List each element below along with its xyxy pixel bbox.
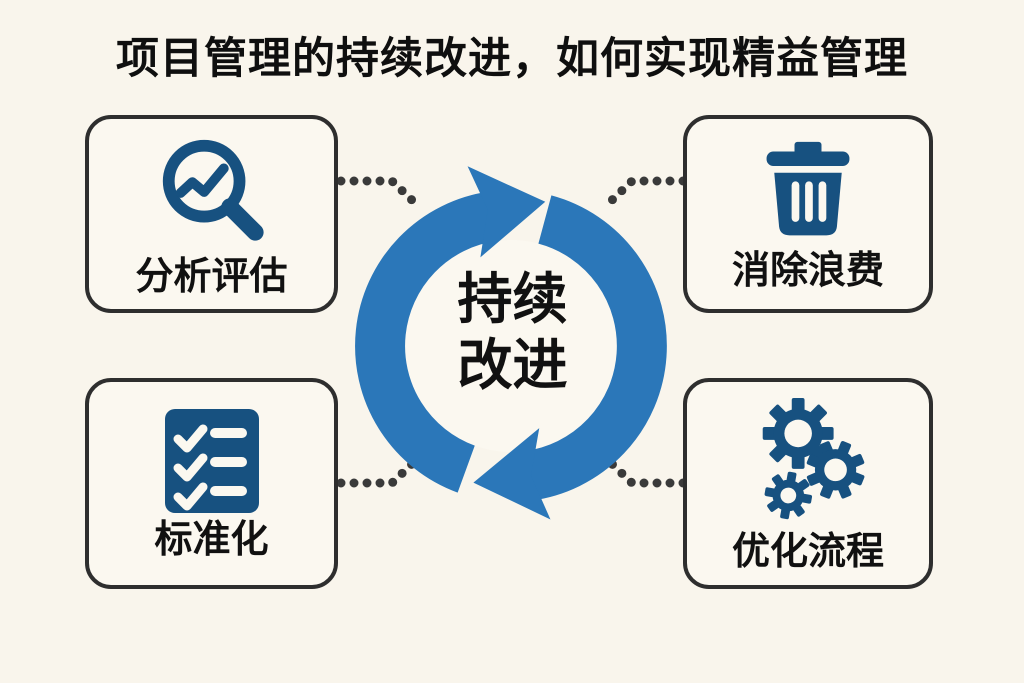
cycle-arrow-bottom-icon xyxy=(473,428,551,520)
cycle-arc-right xyxy=(523,195,667,501)
connector-top-right xyxy=(605,176,688,207)
cycle-arc-left xyxy=(355,191,497,493)
cycle-inner-disc xyxy=(405,240,617,452)
node-optimize-process: 优化流程 xyxy=(683,378,933,589)
node-label: 优化流程 xyxy=(731,530,884,573)
magnifier-trend-icon xyxy=(153,132,271,250)
node-eliminate-waste: 消除浪费 xyxy=(683,115,933,313)
cycle-label: 持续 改进 xyxy=(340,266,685,398)
continuous-improvement-cycle xyxy=(340,150,685,545)
trash-icon xyxy=(755,138,861,244)
checklist-icon xyxy=(164,408,259,513)
node-label: 标准化 xyxy=(154,518,269,561)
node-label: 分析评估 xyxy=(135,256,288,298)
cycle-label-line1: 持续 xyxy=(457,268,568,330)
connector-bottom-right xyxy=(605,457,688,488)
node-label: 消除浪费 xyxy=(731,250,884,292)
node-standardize: 标准化 xyxy=(85,378,338,589)
gears-icon xyxy=(744,397,872,525)
page-title: 项目管理的持续改进，如何实现精益管理 xyxy=(116,35,908,83)
node-analyze: 分析评估 xyxy=(85,115,338,313)
connector-top-left xyxy=(336,176,419,207)
connector-bottom-left xyxy=(336,457,419,488)
cycle-label-line2: 改进 xyxy=(457,334,568,396)
cycle-arrow-top-icon xyxy=(467,166,546,258)
